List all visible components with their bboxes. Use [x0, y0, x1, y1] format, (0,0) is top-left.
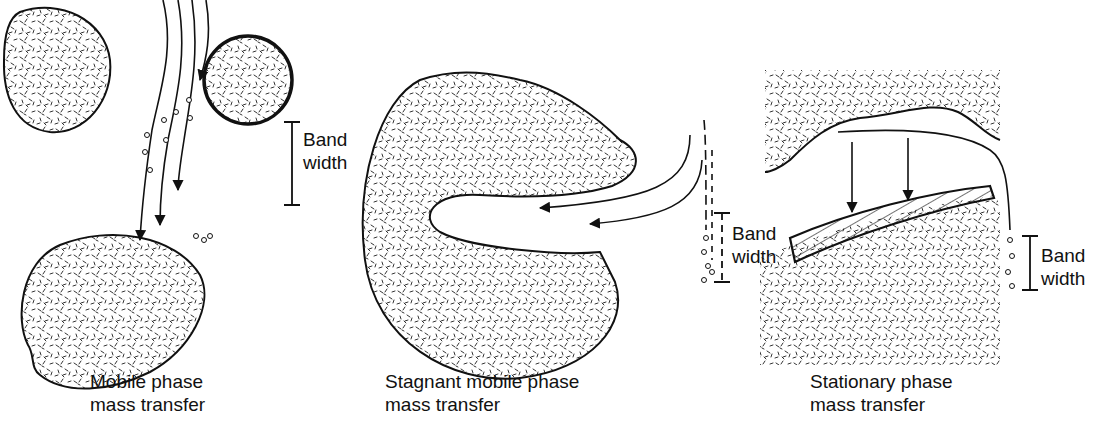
porous-particle	[363, 73, 636, 379]
particles	[4, 8, 292, 389]
solute-dots	[702, 236, 715, 283]
caption: Mobile phase mass transfer	[90, 370, 240, 416]
caption: Stagnant mobile phase mass transfer	[385, 370, 625, 416]
solute-dots	[1006, 238, 1015, 289]
band-width-label: Band width	[732, 222, 792, 268]
band-width-bracket	[284, 122, 300, 205]
band-width-label: Band width	[303, 128, 363, 174]
stationary-phase-film	[790, 186, 994, 262]
flow-lines	[140, 0, 208, 240]
flow-lines	[838, 130, 1010, 230]
band-width-bracket	[1022, 236, 1038, 290]
band-width-bracket	[714, 213, 730, 282]
particles	[760, 70, 1000, 365]
caption: Stationary phase mass transfer	[810, 370, 1000, 416]
band-width-label: Band width	[1041, 244, 1099, 290]
solute-dots	[143, 98, 213, 243]
flow-lines	[540, 120, 712, 260]
